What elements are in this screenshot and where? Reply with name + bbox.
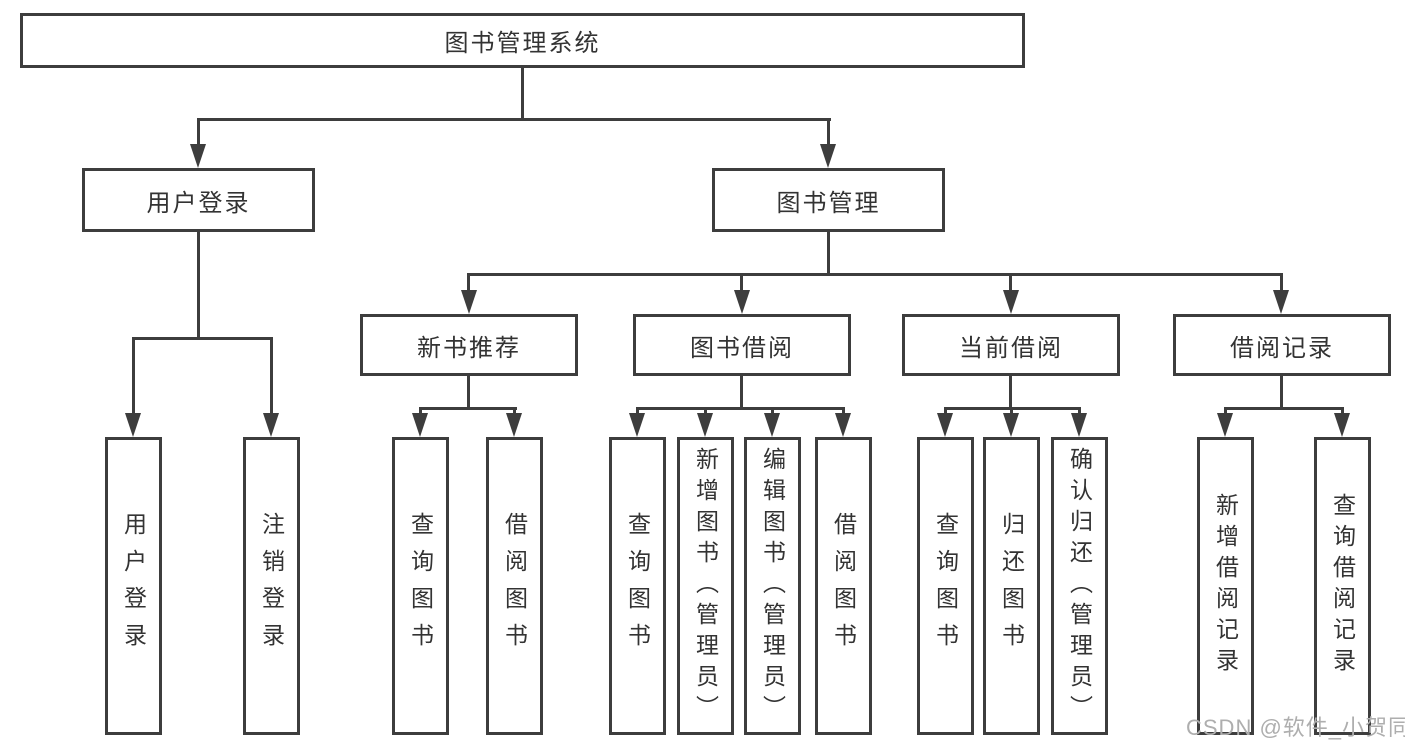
- leaf-query-books: 查询图书: [917, 437, 974, 735]
- connector-drop-borrowing-records: [1280, 273, 1283, 296]
- arrow-down-icon: [461, 290, 477, 314]
- connector-book-borrowing-split: [636, 407, 845, 410]
- leaf-edit-books-admin: 编辑图书（管理员）: [744, 437, 801, 735]
- arrow-down-icon: [1003, 413, 1019, 437]
- connector-drop-leaf-logout: [270, 337, 273, 419]
- arrow-down-icon: [820, 144, 836, 168]
- arrow-down-icon: [263, 413, 279, 437]
- arrow-down-icon: [1071, 413, 1087, 437]
- leaf-add-borrowing-record: 新增借阅记录: [1197, 437, 1254, 735]
- arrow-down-icon: [412, 413, 428, 437]
- connector-book-management-stem: [827, 232, 830, 273]
- connector-new-book-recommend-stem: [467, 376, 470, 409]
- connector-root-stem: [521, 68, 524, 120]
- leaf-borrow-books: 借阅图书: [815, 437, 872, 735]
- node-root-library-management-system: 图书管理系统: [20, 13, 1025, 68]
- leaf-query-books: 查询图书: [392, 437, 449, 735]
- arrow-down-icon: [937, 413, 953, 437]
- arrow-down-icon: [764, 413, 780, 437]
- connector-drop-current-borrowing: [1009, 273, 1012, 296]
- arrow-down-icon: [697, 413, 713, 437]
- connector-level3-split: [467, 273, 1283, 276]
- node-current-borrowing: 当前借阅: [902, 314, 1120, 376]
- leaf-query-borrowing-record: 查询借阅记录: [1314, 437, 1371, 735]
- connector-borrowing-records-stem: [1280, 376, 1283, 409]
- connector-drop-new-book-recommend: [467, 273, 470, 296]
- leaf-return-books: 归还图书: [983, 437, 1040, 735]
- leaf-confirm-return-admin: 确认归还（管理员）: [1051, 437, 1108, 735]
- arrow-down-icon: [1334, 413, 1350, 437]
- leaf-user-login: 用户登录: [105, 437, 162, 735]
- csdn-watermark: CSDN @软件_小贺同学: [1186, 715, 1405, 740]
- connector-drop-leaf-user-login: [132, 337, 135, 419]
- connector-current-borrowing-stem: [1009, 376, 1012, 409]
- arrow-down-icon: [190, 144, 206, 168]
- arrow-down-icon: [506, 413, 522, 437]
- leaf-query-books: 查询图书: [609, 437, 666, 735]
- node-new-book-recommend: 新书推荐: [360, 314, 578, 376]
- arrow-down-icon: [125, 413, 141, 437]
- arrow-down-icon: [1003, 290, 1019, 314]
- arrow-down-icon: [1217, 413, 1233, 437]
- connector-drop-book-borrowing: [740, 273, 743, 296]
- node-borrowing-records: 借阅记录: [1173, 314, 1391, 376]
- arrow-down-icon: [629, 413, 645, 437]
- connector-user-login-stem: [197, 232, 200, 337]
- connector-drop-user-login: [197, 118, 200, 150]
- leaf-logout: 注销登录: [243, 437, 300, 735]
- leaf-borrow-books: 借阅图书: [486, 437, 543, 735]
- node-book-borrowing: 图书借阅: [633, 314, 851, 376]
- connector-book-borrowing-stem: [740, 376, 743, 409]
- connector-new-book-recommend-split: [419, 407, 517, 410]
- connector-drop-book-management: [827, 118, 830, 150]
- connector-level2-split: [197, 118, 831, 121]
- arrow-down-icon: [734, 290, 750, 314]
- connector-borrowing-records-split: [1224, 407, 1344, 410]
- arrow-down-icon: [835, 413, 851, 437]
- node-user-login: 用户登录: [82, 168, 315, 232]
- arrow-down-icon: [1273, 290, 1289, 314]
- connector-user-login-split: [132, 337, 273, 340]
- leaf-add-books-admin: 新增图书（管理员）: [677, 437, 734, 735]
- node-book-management: 图书管理: [712, 168, 945, 232]
